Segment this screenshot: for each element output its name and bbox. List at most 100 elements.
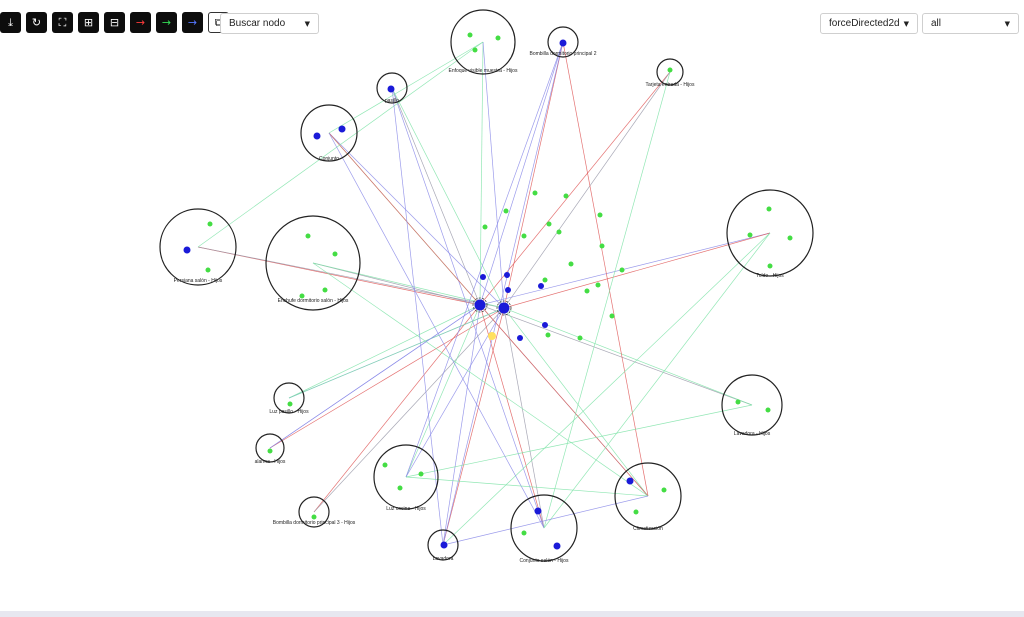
blue-arrow-button[interactable]: → — [182, 12, 203, 33]
graph-node[interactable] — [532, 190, 538, 196]
graph-node[interactable] — [542, 322, 548, 328]
graph-node[interactable] — [747, 232, 753, 238]
zoom-in-button[interactable]: ⊞ — [78, 12, 99, 33]
graph-node[interactable] — [577, 335, 583, 341]
zoom-out-button[interactable]: ⊟ — [104, 12, 125, 33]
graph-node[interactable] — [599, 243, 605, 249]
graph-node[interactable] — [440, 541, 448, 549]
graph-node[interactable] — [311, 514, 317, 520]
graph-node[interactable] — [597, 212, 603, 218]
graph-node[interactable] — [553, 542, 561, 550]
graph-edge — [543, 71, 671, 529]
graph-node[interactable] — [480, 274, 486, 280]
group-circle[interactable] — [255, 433, 285, 463]
highlighted-node[interactable] — [488, 332, 496, 340]
group-circle[interactable] — [376, 72, 408, 104]
graph-node[interactable] — [765, 407, 771, 413]
group-label: Persiana salón - Hijos — [174, 278, 223, 284]
graph-node[interactable] — [595, 282, 601, 288]
graph-node[interactable] — [521, 530, 527, 536]
graph-edge — [562, 41, 649, 497]
group-label: Lavadora - Hijos — [734, 431, 771, 437]
graph-node[interactable] — [207, 221, 213, 227]
filter-select[interactable]: all ▼ — [922, 13, 1019, 34]
graph-node[interactable] — [609, 313, 615, 319]
graph-node[interactable] — [503, 208, 509, 214]
graph-node[interactable] — [322, 287, 328, 293]
graph-node[interactable] — [545, 332, 551, 338]
graph-node[interactable] — [313, 132, 321, 140]
group-circle[interactable] — [159, 208, 237, 286]
graph-node[interactable] — [534, 507, 542, 515]
graph-node[interactable] — [538, 283, 544, 289]
graph-edge — [405, 304, 481, 478]
refresh-button[interactable]: ↻ — [26, 12, 47, 33]
graph-node[interactable] — [546, 221, 552, 227]
graph-node[interactable] — [418, 471, 424, 477]
graph-node[interactable] — [661, 487, 667, 493]
graph-node[interactable] — [626, 477, 634, 485]
group-circle[interactable] — [273, 382, 305, 414]
graph-node[interactable] — [495, 35, 501, 41]
graph-node[interactable] — [387, 85, 395, 93]
graph-node[interactable] — [787, 235, 793, 241]
graph-node[interactable] — [305, 233, 311, 239]
graph-node[interactable] — [332, 251, 338, 257]
group-circle[interactable] — [547, 26, 579, 58]
bottom-scrollbar[interactable] — [0, 611, 1024, 617]
graph-node[interactable] — [504, 272, 510, 278]
graph-node[interactable] — [584, 288, 590, 294]
group-circle[interactable] — [300, 104, 358, 162]
graph-node[interactable] — [619, 267, 625, 273]
group-circle[interactable] — [373, 444, 439, 510]
graph-edge — [269, 304, 481, 449]
group-label: Enfoque visible muestra - Hijos — [449, 68, 518, 74]
graph-node[interactable] — [667, 67, 673, 73]
group-label: Toldo - Hijos — [756, 273, 784, 279]
graph-node[interactable] — [633, 509, 639, 515]
graph-node[interactable] — [521, 233, 527, 239]
graph-node[interactable] — [505, 287, 511, 293]
graph-node[interactable] — [382, 462, 388, 468]
group-circle[interactable] — [427, 529, 459, 561]
group-circle[interactable] — [614, 462, 682, 530]
graph-node[interactable] — [472, 47, 478, 53]
group-circle[interactable] — [656, 58, 684, 86]
layout-select[interactable]: forceDirected2d ▼ — [820, 13, 918, 34]
green-arrow-button[interactable]: → — [156, 12, 177, 33]
refresh-icon: ↻ — [31, 16, 42, 29]
graph-node[interactable] — [287, 401, 293, 407]
graph-node[interactable] — [205, 267, 211, 273]
group-circle[interactable] — [510, 494, 578, 562]
graph-node[interactable] — [517, 335, 523, 341]
graph-node[interactable] — [563, 193, 569, 199]
graph-node[interactable] — [559, 39, 567, 47]
graph-node[interactable] — [338, 125, 346, 133]
search-node-select[interactable]: Buscar nodo ▼ — [220, 13, 319, 34]
graph-node[interactable] — [467, 32, 473, 38]
graph-node[interactable] — [183, 246, 191, 254]
graph-node[interactable] — [482, 224, 488, 230]
graph-edge — [442, 495, 649, 546]
graph-node[interactable] — [568, 261, 574, 267]
graph-node[interactable] — [767, 263, 773, 269]
hub-node[interactable] — [498, 302, 510, 314]
group-circle[interactable] — [298, 496, 330, 528]
group-circle[interactable] — [265, 215, 361, 311]
group-circle[interactable] — [450, 9, 516, 75]
fit-view-button[interactable]: ⛶ — [52, 12, 73, 33]
hub-node[interactable] — [474, 299, 486, 311]
graph-node[interactable] — [299, 293, 305, 299]
group-circle[interactable] — [721, 374, 783, 436]
graph-node[interactable] — [556, 229, 562, 235]
red-arrow-button[interactable]: → — [130, 12, 151, 33]
graph-node[interactable] — [766, 206, 772, 212]
group-circle[interactable] — [726, 189, 814, 277]
graph-node[interactable] — [267, 448, 273, 454]
graph-node[interactable] — [397, 485, 403, 491]
hub-node-ring — [496, 300, 512, 316]
graph-node[interactable] — [542, 277, 548, 283]
graph-node[interactable] — [735, 399, 741, 405]
download-button[interactable]: ⤓ — [0, 12, 21, 33]
